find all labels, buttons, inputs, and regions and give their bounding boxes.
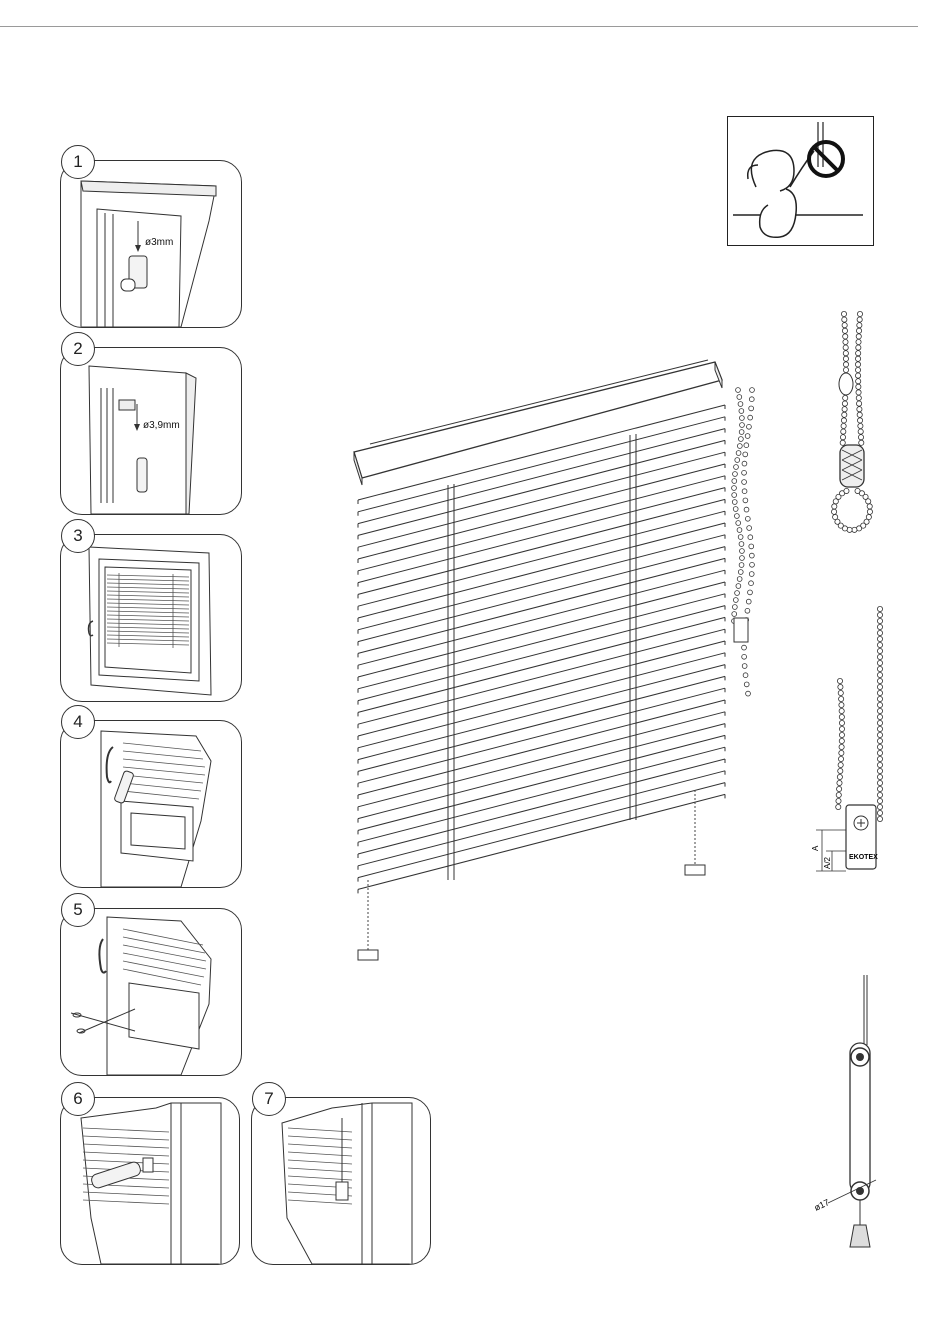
step-6-wand-attach-illustration: [61, 1098, 239, 1264]
step-2-dimension: ø3,9mm: [143, 420, 180, 431]
step-7-wand-installed-illustration: [252, 1098, 430, 1264]
step-4-bracket-mount-illustration: [61, 721, 241, 887]
step-number-3: 3: [61, 519, 95, 553]
venetian-blind-illustration: [340, 350, 760, 970]
step-1-panel: ø3mm: [60, 160, 242, 328]
connector-brand: EKOTEX: [849, 854, 878, 861]
step-5-cord-guide-illustration: [61, 909, 241, 1075]
step-number-4: 4: [61, 705, 95, 739]
step-number-7: 7: [252, 1082, 286, 1116]
step-number-5: 5: [61, 893, 95, 927]
step-1-dimension: ø3mm: [145, 237, 173, 248]
step-2-panel: ø3,9mm: [60, 347, 242, 515]
child-cord-hazard-icon: [727, 116, 874, 246]
step-number-2: 2: [61, 332, 95, 366]
step-5-panel: [60, 908, 242, 1076]
connector-dimension-a: A: [811, 845, 820, 851]
step-number-6: 6: [61, 1082, 95, 1116]
tensioner-diameter-label: ø17: [813, 1197, 831, 1213]
step-7-panel: [251, 1097, 431, 1265]
step-3-window-blind-illustration: [61, 535, 241, 701]
connector-dimension-a-half: A/2: [823, 856, 832, 869]
step-number-1: 1: [61, 145, 95, 179]
step-6-panel: [60, 1097, 240, 1265]
chain-tensioner-icon: ø17: [800, 975, 900, 1255]
bead-chain-icon: [820, 300, 890, 545]
step-1-drill-bracket-illustration: ø3mm: [61, 161, 241, 327]
step-2-drill-frame-illustration: ø3,9mm: [61, 348, 241, 514]
chain-connector-icon: A A/2 EKOTEX: [800, 605, 900, 885]
step-3-panel: [60, 534, 242, 702]
step-4-panel: [60, 720, 242, 888]
top-rule: [0, 26, 918, 27]
